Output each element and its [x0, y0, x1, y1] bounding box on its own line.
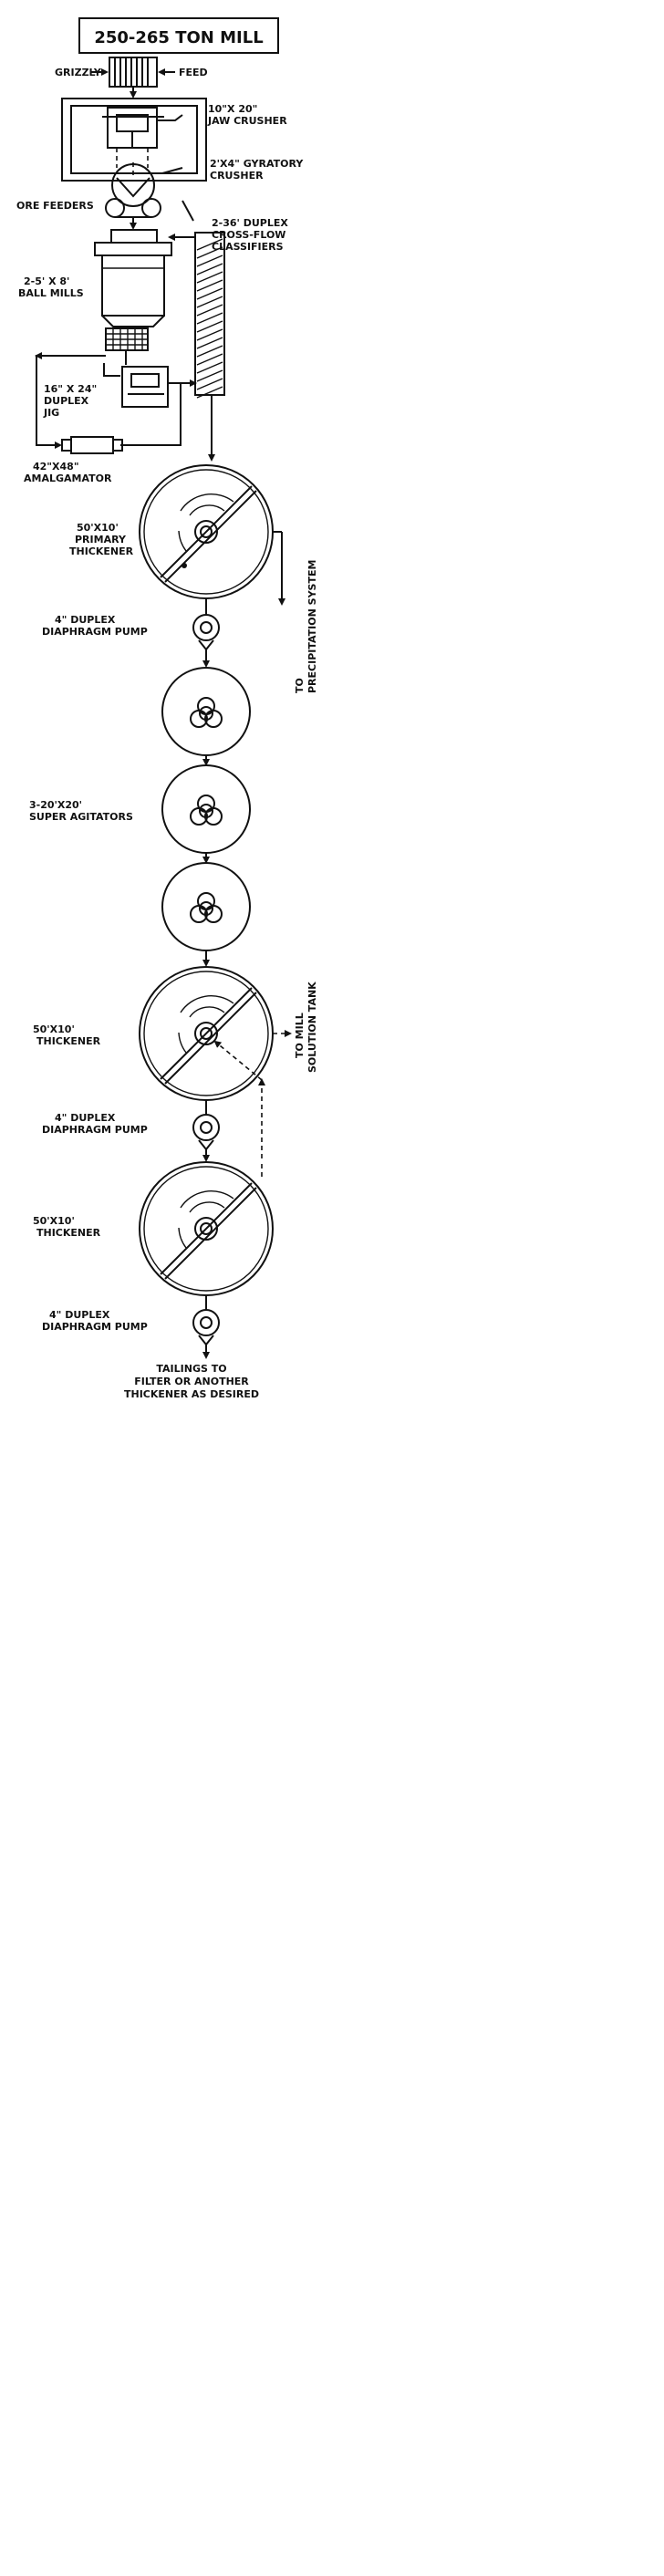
pump-1-label-line2: DIAPHRAGM PUMP — [42, 626, 148, 638]
thickener-3-label-line1: 50'X10' — [33, 1215, 75, 1227]
jaw-crusher-label-line2: JAW CRUSHER — [207, 115, 287, 127]
crusher-house — [61, 98, 207, 182]
thickener-3-label-line2: THICKENER — [36, 1227, 101, 1239]
title-box — [78, 17, 279, 54]
mill-flowsheet-diagram: 250-265 TON MILL GRIZZLY FEED 10"X 20" J… — [16, 17, 318, 1400]
ball-mills-label-line1: 2-5' X 8' — [24, 275, 69, 287]
precipitation-label-line2: PRECIPITATION SYSTEM — [306, 560, 318, 693]
primary-thickener-label-line3: THICKENER — [69, 545, 134, 557]
classifiers-label-line1: 2-36' DUPLEX — [212, 217, 288, 229]
jaw-crusher-label-line1: 10"X 20" — [208, 103, 257, 115]
ball-mill-screen — [105, 327, 149, 351]
classifiers-label-line2: CROSS-FLOW — [212, 229, 285, 241]
ball-mills-label-line2: BALL MILLS — [18, 287, 84, 299]
jaw-crusher — [102, 107, 183, 149]
tailings-label-line1: TAILINGS TO — [156, 1363, 226, 1375]
jig-label-line2: DUPLEX — [44, 395, 89, 407]
gyratory-crusher-label-line2: CRUSHER — [210, 170, 264, 182]
agitators-label-line1: 3-20'X20' — [29, 799, 82, 811]
amalgamator-label-line1: 42"X48" — [33, 461, 79, 473]
primary-thickener — [139, 464, 274, 599]
thickener-2-label-line1: 50'X10' — [33, 1023, 75, 1035]
mill-solution-label-line1: TO MILL — [294, 1013, 306, 1058]
cross-flow-classifiers — [194, 232, 225, 399]
classifiers-label-line3: CLASSIFIERS — [212, 241, 284, 253]
tailings-label-line3: THICKENER AS DESIRED — [124, 1388, 259, 1400]
ore-feeders — [105, 198, 161, 218]
pump-2-label-line2: DIAPHRAGM PUMP — [42, 1124, 148, 1136]
thickener-2-label-line2: THICKENER — [36, 1035, 101, 1047]
pump-3-label-line1: 4" DUPLEX — [49, 1309, 110, 1321]
super-agitator-2 — [161, 764, 251, 854]
diaphragm-pump-3 — [192, 1309, 220, 1346]
ore-feeders-label: ORE FEEDERS — [16, 200, 94, 212]
duplex-jig — [121, 366, 169, 408]
grizzly — [109, 57, 158, 88]
diaphragm-pump-2 — [192, 1114, 220, 1151]
super-agitator-3 — [161, 862, 251, 951]
amalgamator-label-line2: AMALGAMATOR — [24, 473, 112, 484]
jig-label-line1: 16" X 24" — [44, 383, 97, 395]
gyratory-crusher — [111, 162, 155, 207]
ball-mills — [94, 229, 172, 327]
grizzly-label: GRIZZLY — [55, 67, 102, 78]
primary-thickener-label-line1: 50'X10' — [77, 522, 119, 534]
thickener-2 — [139, 966, 274, 1101]
feed-label: FEED — [179, 67, 208, 78]
primary-thickener-label-line2: PRIMARY — [75, 534, 127, 545]
tailings-label-line2: FILTER OR ANOTHER — [134, 1376, 249, 1387]
precipitation-label-line1: TO — [294, 678, 306, 693]
super-agitator-1 — [161, 667, 251, 756]
thickener-3 — [139, 1161, 274, 1296]
gyratory-crusher-label-line1: 2'X4" GYRATORY — [210, 158, 304, 170]
jig-label-line3: JIG — [43, 407, 59, 419]
agitators-label-line2: SUPER AGITATORS — [29, 811, 133, 823]
diaphragm-pump-1 — [192, 614, 220, 651]
pump-1-label-line1: 4" DUPLEX — [55, 614, 116, 626]
pump-2-label-line1: 4" DUPLEX — [55, 1112, 116, 1124]
diagram-title: 250-265 TON MILL — [94, 28, 263, 47]
mill-solution-label-line2: SOLUTION TANK — [306, 982, 318, 1073]
amalgamator — [61, 436, 123, 454]
pump-3-label-line2: DIAPHRAGM PUMP — [42, 1321, 148, 1333]
